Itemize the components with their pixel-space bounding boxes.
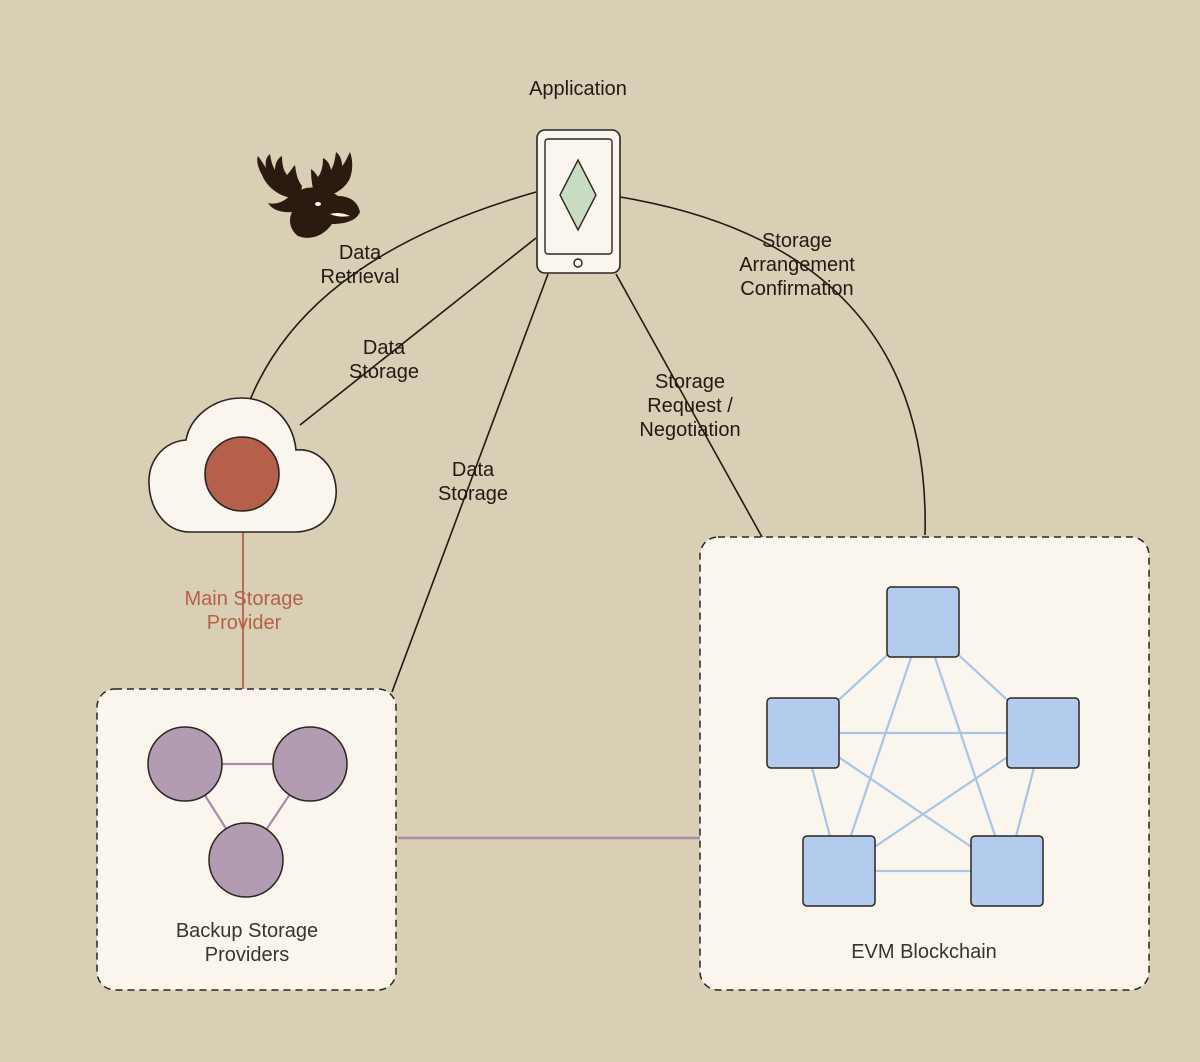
label-line: Storage xyxy=(654,371,726,393)
ethereum-diamond-icon xyxy=(559,158,597,232)
label-line: Data xyxy=(451,459,495,481)
label-line: Backup Storage xyxy=(175,920,319,942)
evm-link xyxy=(837,621,925,872)
evm-link xyxy=(921,621,1009,872)
label-line: Arrangement xyxy=(739,254,855,276)
label-line: Main Storage xyxy=(184,588,304,610)
label-line: Provider xyxy=(206,612,282,634)
backup-node xyxy=(208,822,284,898)
label-line: Providers xyxy=(204,944,290,966)
outer-arc-right xyxy=(619,196,926,536)
edge-data-storage-cloud xyxy=(299,237,537,426)
evm-node xyxy=(766,697,840,769)
label-line: Storage xyxy=(437,483,509,505)
label-evm-blockchain: EVM Blockchain xyxy=(851,940,997,964)
phone-home-button xyxy=(573,258,583,268)
evm-node xyxy=(1006,697,1080,769)
edge-storage-request xyxy=(615,273,763,538)
label-data-storage-cloud: Data Storage xyxy=(349,336,419,384)
label-line: Data xyxy=(338,242,382,264)
label-backup-providers: Backup Storage Providers xyxy=(176,919,318,967)
evm-node xyxy=(802,835,876,907)
evm-node xyxy=(886,586,960,658)
backup-node xyxy=(272,726,348,802)
label-line: Storage xyxy=(348,361,420,383)
label-storage-request: Storage Request / Negotiation xyxy=(639,370,740,442)
application-title: Application xyxy=(529,77,627,101)
application-title-text: Application xyxy=(529,78,627,100)
edge-data-storage-backup xyxy=(391,273,549,693)
label-storage-confirmation: Storage Arrangement Confirmation xyxy=(739,229,855,301)
main-storage-node xyxy=(204,436,280,512)
label-line: Storage xyxy=(761,230,833,252)
label-data-storage-backup: Data Storage xyxy=(438,458,508,506)
label-line: Confirmation xyxy=(740,278,854,300)
label-line: Data xyxy=(362,337,406,359)
moose-eye xyxy=(315,202,350,217)
moose-logo-icon xyxy=(257,152,360,238)
label-line: EVM Blockchain xyxy=(851,941,997,963)
label-data-retrieval: Data Retrieval xyxy=(321,241,400,289)
outer-arc-left xyxy=(240,191,537,426)
evm-node xyxy=(970,835,1044,907)
label-line: Retrieval xyxy=(320,266,400,288)
backup-node xyxy=(147,726,223,802)
label-main-storage-provider: Main Storage Provider xyxy=(185,587,304,635)
label-line: Request / xyxy=(647,395,733,417)
label-line: Negotiation xyxy=(639,419,741,441)
